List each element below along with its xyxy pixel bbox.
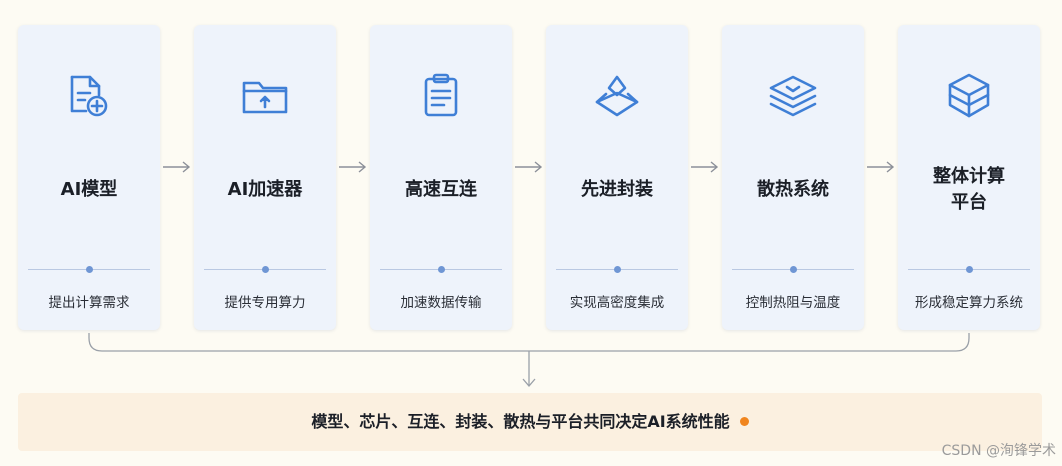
summary-banner: 模型、芯片、互连、封装、散热与平台共同决定AI系统性能 (18, 393, 1042, 451)
step-description: 控制热阻与温度 (745, 295, 841, 311)
clipboard-list-icon (414, 69, 468, 123)
layers-icon (766, 69, 820, 123)
arrow-right-icon (867, 161, 895, 173)
step-title: 先进封装 (581, 179, 653, 200)
divider-dot (965, 266, 973, 273)
document-add-icon (62, 69, 116, 123)
summary-text-row: 模型、芯片、互连、封装、散热与平台共同决定AI系统性能 (18, 393, 1042, 451)
divider-dot (613, 266, 621, 273)
box-icon (942, 69, 996, 123)
accent-dot (739, 417, 749, 426)
step-description: 加速数据传输 (400, 295, 482, 311)
divider-dot (437, 266, 445, 273)
divider-dot (789, 266, 797, 273)
step-card-interconnect: 高速互连 加速数据传输 (370, 25, 512, 330)
step-description: 提出计算需求 (48, 295, 130, 311)
step-title: AI模型 (60, 179, 118, 200)
arrow-right-icon (339, 161, 367, 173)
step-card-platform: 整体计算 平台 形成稳定算力系统 (898, 25, 1040, 330)
step-card-ai-accelerator: AI加速器 提供专用算力 (194, 25, 336, 330)
step-card-packaging: 先进封装 实现高密度集成 (546, 25, 688, 330)
summary-text: 模型、芯片、互连、封装、散热与平台共同决定AI系统性能 (311, 412, 730, 431)
arrow-right-icon (691, 161, 719, 173)
divider-dot (261, 266, 269, 273)
divider-dot (85, 266, 93, 273)
step-title: AI加速器 (227, 179, 303, 200)
step-description: 提供专用算力 (224, 295, 306, 311)
arrow-right-icon (163, 161, 191, 173)
arrow-right-icon (515, 161, 543, 173)
step-description: 实现高密度集成 (569, 295, 665, 311)
layer-stack-icon (590, 69, 644, 123)
step-card-ai-model: AI模型 提出计算需求 (18, 25, 160, 330)
step-title: 高速互连 (405, 179, 477, 200)
folder-upload-icon (238, 69, 292, 123)
step-description: 形成稳定算力系统 (915, 295, 1023, 311)
watermark: CSDN @洵锋学术 (941, 443, 1056, 459)
step-title: 散热系统 (757, 179, 829, 200)
step-card-cooling: 散热系统 控制热阻与温度 (722, 25, 864, 330)
step-title: 整体计算 平台 (933, 166, 1005, 213)
